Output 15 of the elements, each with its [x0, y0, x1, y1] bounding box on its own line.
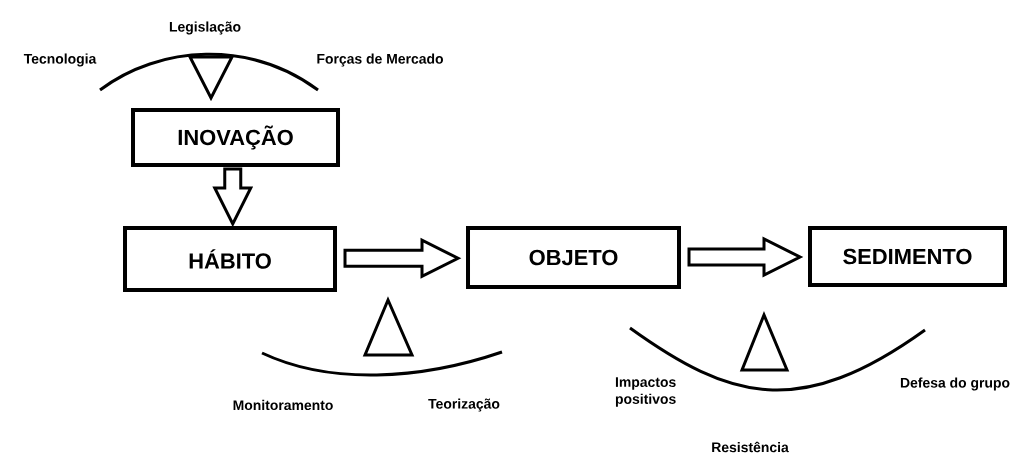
process-box: OBJETO [466, 226, 681, 289]
label: Impactos positivos [615, 377, 676, 407]
label: Resistência [712, 441, 789, 453]
block-arrow [212, 167, 254, 228]
block-arrow [687, 236, 804, 278]
process-box: INOVAÇÃO [131, 108, 340, 167]
label: Teorização [428, 398, 500, 412]
label: Forças de Mercado [317, 53, 443, 67]
label: Tecnologia [23, 53, 97, 67]
block-arrow [343, 237, 462, 279]
process-box: SEDIMENTO [808, 226, 1007, 287]
process-box: HÁBITO [123, 226, 337, 292]
label: Monitoramento [233, 399, 333, 411]
label: Defesa do grupo [900, 377, 1010, 391]
label: Legislação [169, 21, 241, 35]
